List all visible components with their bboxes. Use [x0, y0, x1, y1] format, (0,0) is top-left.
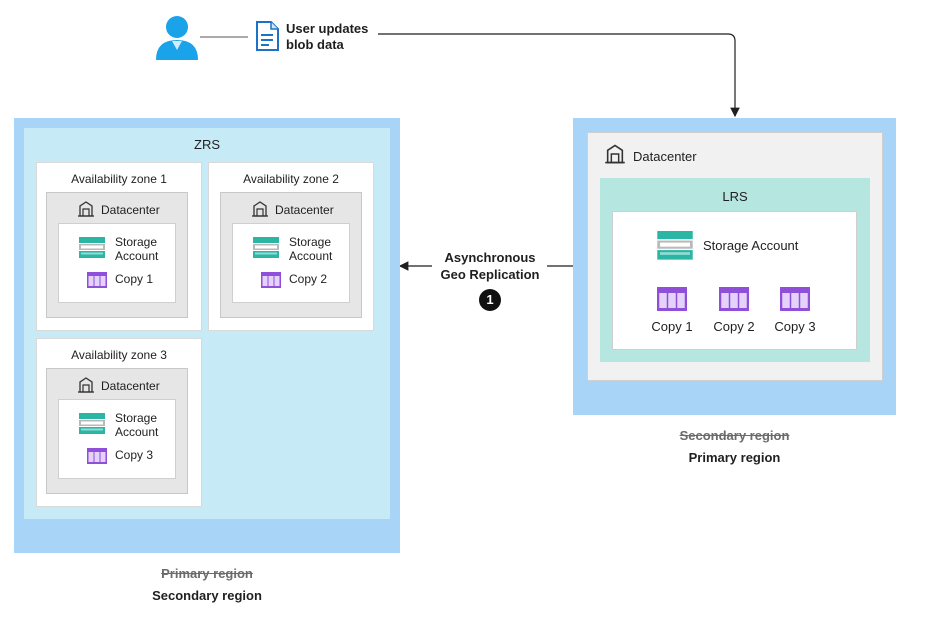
- availability-zone-3: Availability zone 3 Datacenter Storage A…: [37, 339, 201, 506]
- storage-account-label: Storage Account: [115, 411, 159, 439]
- datacenter-label: Datacenter: [275, 203, 334, 217]
- left-old-region-label: Primary region: [161, 566, 253, 581]
- copy-icon: [87, 448, 107, 464]
- copy-icon: [87, 272, 107, 288]
- storage-account-label: Storage Account: [115, 235, 159, 263]
- zone-title: Availability zone 3: [71, 348, 167, 362]
- datacenter-box: Datacenter Storage Account Copy 3: [47, 369, 187, 493]
- availability-zone-2: Availability zone 2 Datacenter Storage A…: [209, 163, 373, 330]
- left-new-region-label: Secondary region: [152, 588, 262, 603]
- datacenter-label: Datacenter: [101, 379, 160, 393]
- copy-icon: [779, 287, 811, 311]
- storage-account-icon: [79, 413, 105, 435]
- storage-account-label: Storage Account: [703, 238, 799, 253]
- storage-account-icon: [656, 231, 694, 261]
- copy-label: Copy 2: [289, 272, 328, 286]
- replication-label: Asynchronous Geo Replication: [440, 250, 540, 282]
- datacenter-box: Datacenter Storage Account Copy 2: [221, 193, 361, 317]
- copy-icon: [718, 287, 750, 311]
- storage-box: [613, 212, 856, 349]
- user-updates-label: User updates blob data: [286, 21, 369, 52]
- storage-account-label: Storage Account: [289, 235, 333, 263]
- zone-title: Availability zone 2: [243, 172, 339, 186]
- storage-box: Storage Account Copy 2: [233, 224, 349, 302]
- storage-account-icon: [79, 237, 105, 259]
- copy-label: Copy 3: [774, 319, 816, 334]
- right-new-region-label: Primary region: [688, 450, 781, 465]
- availability-zone-1: Availability zone 1 Datacenter Storage A…: [37, 163, 201, 330]
- document-icon: [255, 21, 279, 51]
- datacenter-label: Datacenter: [633, 149, 697, 164]
- zone-title: Availability zone 1: [71, 172, 167, 186]
- storage-box: Storage Account Copy 3: [59, 400, 175, 478]
- datacenter-icon: [604, 143, 626, 165]
- datacenter-icon: [251, 200, 269, 218]
- copy-icon: [656, 287, 688, 311]
- user-icon: [154, 14, 200, 60]
- storage-box: Storage Account Copy 1: [59, 224, 175, 302]
- datacenter-icon: [77, 376, 95, 394]
- datacenter-box: Datacenter Storage Account Copy 1: [47, 193, 187, 317]
- copy-label: Copy 3: [115, 448, 154, 462]
- right-old-region-label: Secondary region: [679, 428, 790, 443]
- datacenter-label: Datacenter: [101, 203, 160, 217]
- lrs-title: LRS: [722, 189, 748, 204]
- copy-label: Copy 1: [115, 272, 154, 286]
- copy-label: Copy 1: [651, 319, 693, 334]
- step-badge: 1: [479, 289, 501, 311]
- zrs-title: ZRS: [194, 137, 220, 152]
- copy-icon: [261, 272, 281, 288]
- storage-account-icon: [253, 237, 279, 259]
- copy-label: Copy 2: [713, 319, 755, 334]
- datacenter-icon: [77, 200, 95, 218]
